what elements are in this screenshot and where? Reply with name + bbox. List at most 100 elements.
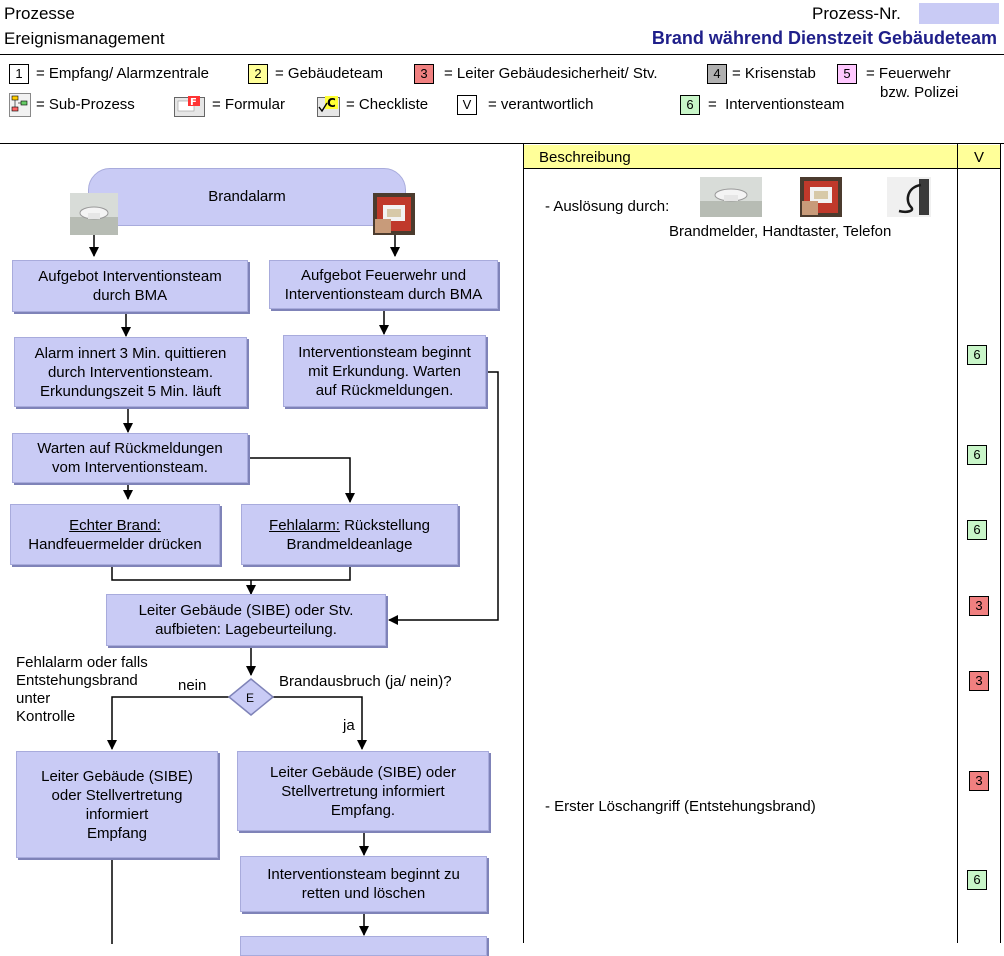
box-nein-l1: Leiter Gebäude (SIBE) (41, 767, 193, 785)
box-echter-brand-text: Handfeuermelder drücken (28, 535, 202, 553)
box-erkundung-l1: Interventionsteam beginnt (298, 343, 471, 361)
legend-label-v: = verantwortlich (488, 96, 594, 113)
desc-first-attack: - Erster Löschangriff (Entstehungsbrand) (545, 798, 816, 815)
legend-badge-6: 6 (680, 95, 700, 115)
resp-badge-3c: 3 (969, 771, 989, 791)
box-aufgebot-it-l1: Aufgebot Interventionsteam (38, 268, 222, 285)
legend-label-5b: bzw. Polizei (880, 84, 959, 101)
sub-process-icon (9, 93, 31, 117)
start-terminal: Brandalarm (88, 168, 406, 226)
box-echter-brand: Echter Brand:Handfeuermelder drücken (10, 504, 220, 565)
branch-ja-label: ja (343, 717, 355, 734)
box-warten: Warten auf Rückmeldungen vom Intervention… (12, 433, 248, 483)
box-retten-loeschen: Interventionsteam beginnt zu retten und l… (240, 856, 487, 912)
svg-text:C: C (327, 96, 336, 110)
box-nein-informiert-empfang: Leiter Gebäude (SIBE)oder Stellvertretun… (16, 751, 218, 858)
decision-diamond (227, 678, 275, 716)
box-leiter-l2: aufbieten: Lagebeurteilung. (155, 621, 337, 638)
branch-nein-label: nein (178, 677, 207, 694)
legend-badge-5: 5 (837, 64, 857, 84)
smoke-detector-image (70, 193, 118, 235)
decision-question: Brandausbruch (ja/ nein)? (279, 673, 452, 690)
box-retten-l1: Interventionsteam beginnt zu (267, 866, 460, 883)
box-nein-l3: informiert (85, 805, 149, 823)
resp-badge-3a: 3 (969, 596, 989, 616)
box-leiter-aufbieten: Leiter Gebäude (SIBE) oder Stv. aufbieten… (106, 594, 386, 646)
box-echter-brand-title: Echter Brand: (69, 516, 161, 534)
legend-label-3: = Leiter Gebäudesicherheit/ Stv. (444, 65, 658, 82)
legend-label-subprocess: = Sub-Prozess (36, 96, 135, 113)
box-aufgebot-interventionsteam: Aufgebot Interventionsteam durch BMA (12, 260, 248, 312)
call-point-image (373, 193, 415, 235)
box-aufgebot-fw-l2: Interventionsteam durch BMA (284, 285, 483, 303)
box-aufgebot-it-l2: durch BMA (92, 287, 168, 304)
box-fehlalarm-text: Rückstellung (339, 516, 430, 534)
v-header: V (958, 145, 1000, 169)
box-aufgebot-fw-l1: Aufgebot Feuerwehr und (300, 266, 467, 284)
right-border (1000, 144, 1001, 943)
note-line3: unter (16, 690, 51, 707)
box-alarm-l1: Alarm innert 3 Min. quittieren (34, 344, 227, 362)
box-erkundung-l2: mit Erkundung. Warten (308, 362, 461, 380)
legend-badge-3: 3 (414, 64, 434, 84)
page-title: Brand während Dienstzeit Gebäudeteam (651, 28, 997, 48)
header: Prozesse Ereignismanagement Prozess-Nr. … (0, 0, 1004, 55)
box-retten-l2: retten und löschen (301, 885, 426, 902)
prozess-nr-field[interactable] (919, 3, 999, 24)
legend-label-form: = Formular (212, 96, 285, 113)
resp-badge-6c: 6 (967, 520, 987, 540)
checklist-icon: C (317, 95, 341, 117)
note-line4: Kontrolle (16, 708, 76, 725)
prozess-nr-label: Prozess-Nr. (812, 4, 901, 23)
desc-call-point-image (800, 177, 842, 217)
description-header: Beschreibung (524, 145, 957, 169)
form-icon: F (174, 95, 206, 117)
legend-label-checklist: = Checkliste (346, 96, 429, 113)
box-alarm-l2: durch Interventionsteam. (47, 363, 214, 381)
resp-badge-3b: 3 (969, 671, 989, 691)
resp-badge-6b: 6 (967, 445, 987, 465)
box-fehlalarm-title: Fehlalarm: (269, 516, 340, 534)
legend-label-1: = Empfang/ Alarmzentrale (36, 65, 210, 82)
note-line2: Entstehungsbrand (16, 672, 138, 689)
box-fehlalarm-l2: Brandmeldeanlage (286, 535, 413, 553)
desc-smoke-detector-image (700, 177, 762, 217)
box-ja-l3: Empfang. (330, 801, 396, 819)
fehlalarm-note: Fehlalarm oder falls Entstehungsbrand un… (16, 654, 148, 726)
box-nein-l2: oder Stellvertretung (51, 786, 183, 804)
desc-trigger: - Auslösung durch: (545, 198, 670, 215)
legend-label-6: = Interventionsteam (708, 96, 845, 113)
column-divider-left (523, 144, 524, 943)
header-left-line1: Prozesse (4, 4, 75, 23)
legend-badge-2: 2 (248, 64, 268, 84)
box-ja-l2: Stellvertretung informiert (281, 782, 445, 800)
box-warten-l1: Warten auf Rückmeldungen (37, 440, 223, 457)
box-nein-l4: Empfang (86, 824, 148, 842)
box-ja-l1: Leiter Gebäude (SIBE) oder (270, 763, 456, 781)
box-alarm-l3: Erkundungszeit 5 Min. läuft (40, 382, 221, 400)
v-header-label: V (974, 149, 985, 166)
box-warten-l2: vom Interventionsteam. (52, 459, 208, 476)
svg-text:F: F (190, 97, 197, 108)
legend: 1 = Empfang/ Alarmzentrale 2 = Gebäudete… (0, 55, 1004, 144)
legend-badge-v: V (457, 95, 477, 115)
legend-label-5: = Feuerwehr (866, 65, 951, 82)
legend-label-2: = Gebäudeteam (275, 65, 383, 82)
box-next-partial (240, 936, 487, 956)
flow-connectors (89, 232, 499, 944)
note-line1: Fehlalarm oder falls (16, 654, 148, 671)
desc-trigger-caption: Brandmelder, Handtaster, Telefon (669, 223, 892, 240)
header-left-line2: Ereignismanagement (4, 29, 165, 48)
column-divider-right (957, 144, 958, 943)
box-erkundung-l3: auf Rückmeldungen. (315, 381, 454, 399)
decision-label: E (246, 691, 255, 705)
box-leiter-l1: Leiter Gebäude (SIBE) oder Stv. (138, 602, 354, 619)
resp-badge-6a: 6 (967, 345, 987, 365)
start-label: Brandalarm (208, 188, 286, 205)
legend-label-4: = Krisenstab (732, 65, 816, 82)
desc-telephone-image (887, 177, 931, 217)
